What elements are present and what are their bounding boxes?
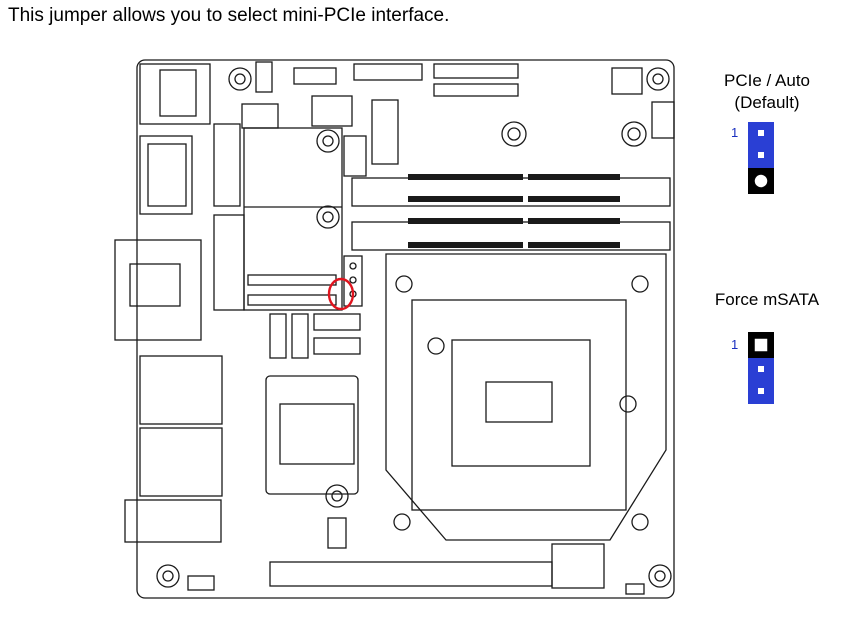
jumper-pin-3 [758, 388, 764, 394]
setting-force-msata-title: Force mSATA [714, 290, 820, 309]
mounting-hole-bottom-left [156, 564, 180, 588]
jumper-pin-3 [753, 173, 769, 189]
cpu-socket [385, 253, 667, 541]
setting-pcie-auto-title: PCIe / Auto [724, 71, 810, 90]
mounting-hole-bottom-right [648, 564, 672, 588]
jumper-cap [748, 358, 774, 404]
jumper-pin-1 [758, 130, 764, 136]
jumper-pin-2 [758, 152, 764, 158]
dimm-slots [351, 174, 671, 251]
setting-pcie-auto-label: PCIe / Auto (Default) [700, 70, 834, 114]
jumper-pin-2 [758, 366, 764, 372]
jumper-force-msata [748, 332, 774, 404]
setting-pcie-auto-pin1-label: 1 [731, 125, 739, 140]
mini-pcie-slot [213, 127, 343, 311]
setting-pcie-auto-subtitle: (Default) [734, 93, 800, 112]
jumper-cap [748, 122, 774, 168]
highlight-circle [327, 277, 355, 311]
jumper-pin-1 [753, 337, 769, 353]
rear-io-ports [114, 63, 223, 543]
jumper-pcie-auto [748, 122, 774, 194]
setting-force-msata-label: Force mSATA [700, 289, 834, 311]
chipset [265, 375, 359, 495]
page-caption: This jumper allows you to select mini-PC… [8, 5, 450, 26]
mounting-hole-top-right [646, 67, 670, 91]
pcie-x16-slot [269, 543, 605, 589]
setting-force-msata-pin1-label: 1 [731, 337, 739, 352]
mounting-hole-top-left [228, 67, 252, 91]
